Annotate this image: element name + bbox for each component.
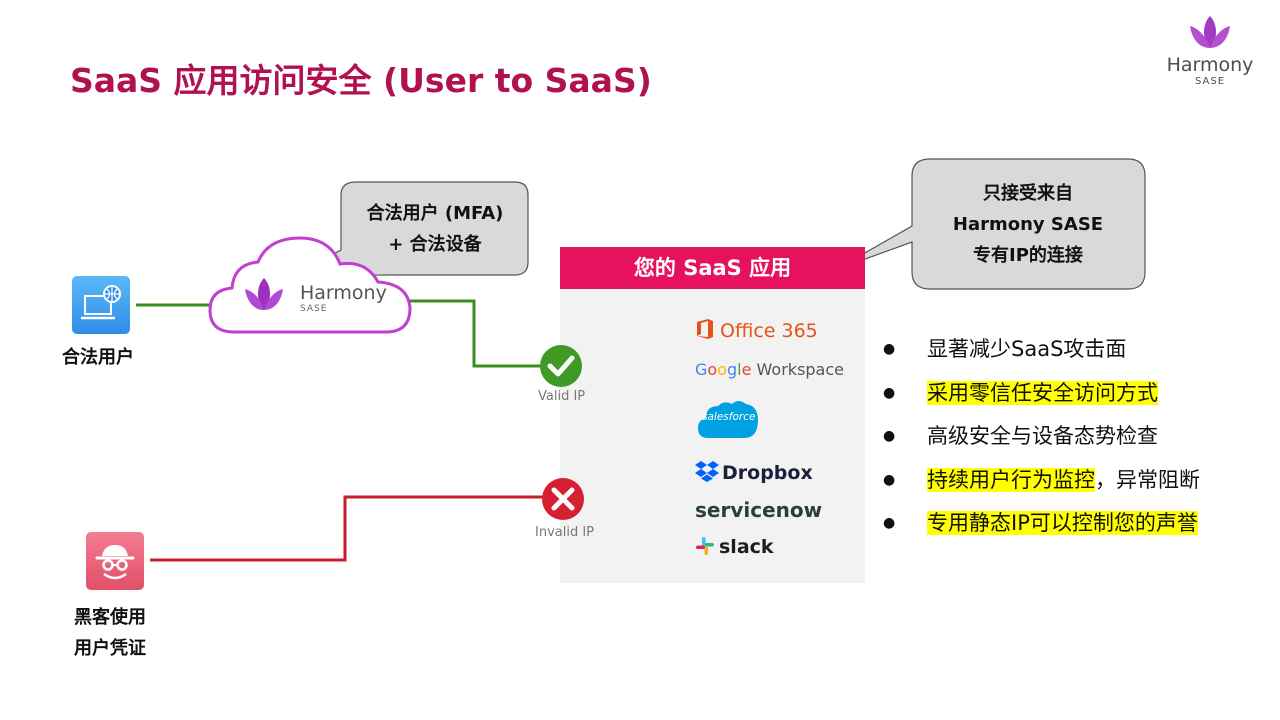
hacker-spy-icon (86, 532, 144, 590)
dropbox-text: Dropbox (722, 462, 813, 484)
callout-ip-bubble (834, 158, 1146, 290)
salesforce-text: salesforce (702, 411, 756, 423)
callout-ip-line3: 专有IP的连接 (973, 245, 1083, 266)
callout-ip: 只接受来自 Harmony SASE 专有IP的连接 (912, 178, 1144, 271)
servicenow-logo: servicenow (695, 498, 823, 522)
cloud-valid-line (408, 299, 544, 368)
benefit-text-rest: ，异常阻断 (1095, 467, 1200, 492)
callout-ip-line1: 只接受来自 (983, 183, 1073, 204)
user-laptop-globe-icon (72, 276, 130, 334)
bullet-icon: ● (883, 515, 896, 531)
office365-text: Office 365 (720, 320, 818, 342)
cloud-brand-sub: SASE (300, 304, 328, 314)
benefits-list: ● 显著减少SaaS攻击面 ● 采用零信任安全访问方式 ● 高级安全与设备态势检查 ●… (880, 328, 1200, 546)
hacker-invalid-line (150, 495, 545, 562)
slack-icon (696, 537, 714, 555)
bullet-icon: ● (883, 428, 896, 444)
hacker-label-line1: 黑客使用 (74, 607, 146, 628)
slack-logo: slack (695, 536, 774, 558)
benefit-item: ● 显著减少SaaS攻击面 (880, 328, 1200, 372)
benefit-item: ● 持续用户行为监控，异常阻断 (880, 459, 1200, 503)
page-title: SaaS 应用访问安全 (User to SaaS) (70, 61, 652, 100)
slack-text: slack (719, 536, 774, 558)
brand-sub: SASE (1194, 76, 1226, 87)
callout-mfa: 合法用户 (MFA) + 合法设备 (342, 198, 528, 260)
harmony-cloud (208, 236, 412, 334)
benefit-text-highlighted: 采用零信任安全访问方式 (927, 380, 1158, 405)
benefit-text: 高级安全与设备态势检查 (927, 424, 1158, 448)
hacker-label-line2: 用户凭证 (74, 638, 146, 659)
callout-ip-line2: Harmony SASE (952, 214, 1104, 235)
brand-name: Harmony (1166, 54, 1254, 76)
bullet-icon: ● (883, 471, 896, 488)
dropbox-icon (695, 461, 719, 482)
salesforce-logo: salesforce (696, 398, 758, 438)
saas-header: 您的 SaaS 应用 (560, 247, 865, 289)
callout-mfa-bubble (291, 181, 529, 277)
lotus-icon (1190, 16, 1230, 48)
cloud-brand: Harmony SASE (300, 282, 387, 314)
salesforce-cloud-icon (698, 401, 758, 438)
google-wordmark: Google (695, 360, 752, 379)
user-label: 合法用户 (62, 347, 134, 368)
office-icon (697, 319, 713, 339)
callout-mfa-line2: + 合法设备 (388, 234, 482, 255)
benefit-text-highlighted: 持续用户行为监控 (927, 467, 1095, 492)
invalid-ip-label: Invalid IP (535, 525, 595, 540)
benefit-text: 显著减少SaaS攻击面 (927, 337, 1127, 361)
google-workspace-logo: Google Workspace (695, 360, 844, 379)
google-workspace-text: Workspace (756, 360, 844, 379)
callout-mfa-line1: 合法用户 (MFA) (366, 203, 504, 224)
harmony-sase-logo: Harmony SASE (1160, 14, 1260, 87)
benefit-item: ● 采用零信任安全访问方式 (880, 372, 1200, 416)
benefit-text-highlighted: 专用静态IP可以控制您的声誉 (927, 511, 1198, 535)
invalid-x-icon (542, 478, 584, 520)
valid-check-icon (540, 345, 582, 387)
benefit-item: ● 高级安全与设备态势检查 (880, 415, 1200, 459)
office365-logo: Office 365 (695, 318, 818, 342)
cloud-brand-name: Harmony (300, 282, 387, 304)
hacker-label: 黑客使用 用户凭证 (74, 602, 146, 664)
benefit-item: ● 专用静态IP可以控制您的声誉 (880, 502, 1200, 546)
cloud-lotus-icon (245, 278, 283, 310)
valid-ip-label: Valid IP (538, 389, 586, 404)
bullet-icon: ● (883, 384, 896, 401)
dropbox-logo: Dropbox (695, 460, 813, 484)
bullet-icon: ● (883, 341, 896, 357)
